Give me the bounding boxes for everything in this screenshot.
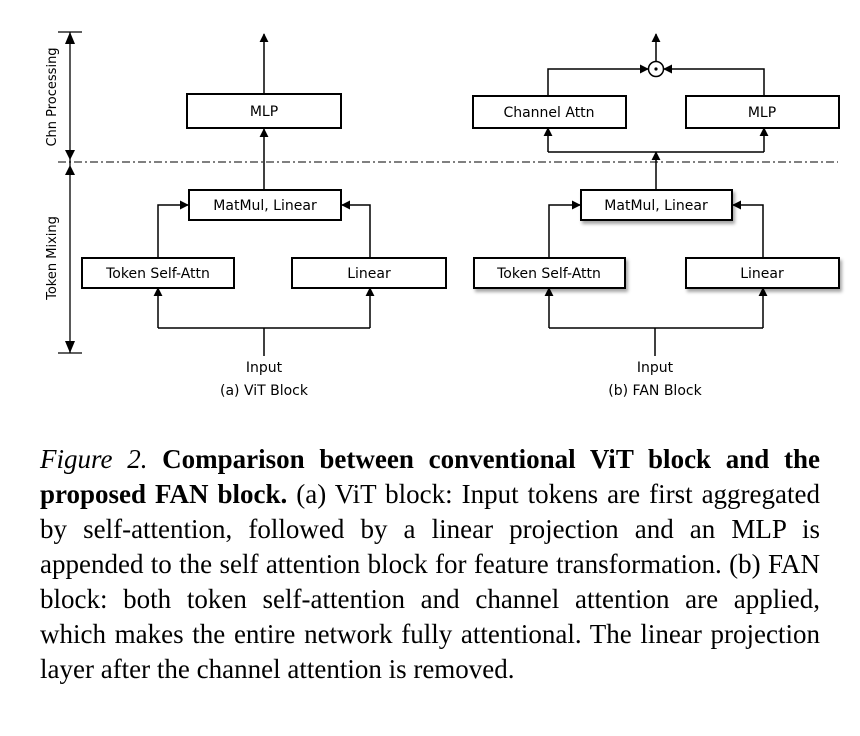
fan-channel-attn-label: Channel Attn (503, 105, 594, 121)
fan-token-self-attn-box: Token Self-Attn (473, 257, 626, 289)
fan-block: Channel Attn MLP MatMul, Linear Token Se… (472, 33, 840, 399)
vit-caption: (a) ViT Block (220, 383, 309, 399)
fan-token-self-attn-label: Token Self-Attn (496, 266, 601, 282)
stage-scale (58, 31, 82, 354)
fan-mlp-box: MLP (685, 95, 840, 129)
vit-matmul-label: MatMul, Linear (213, 198, 317, 214)
figure-diagram: Chn Processing Token Mixing MLP MatMul, … (45, 31, 840, 399)
vit-mlp-box: MLP (186, 93, 342, 129)
elementwise-product-symbol (647, 60, 665, 78)
fan-mlp-label: MLP (748, 105, 776, 121)
token-mixing-label: Token Mixing (45, 216, 60, 301)
vit-token-self-attn-label: Token Self-Attn (105, 266, 210, 282)
vit-linear-label: Linear (347, 266, 391, 282)
figure-title: Comparison between conventional ViT bloc… (40, 444, 821, 509)
vit-token-self-attn-box: Token Self-Attn (81, 257, 235, 289)
fan-matmul-box: MatMul, Linear (580, 189, 733, 221)
vit-mlp-label: MLP (250, 104, 278, 120)
figure-number: Figure 2. (40, 444, 148, 474)
fan-matmul-label: MatMul, Linear (604, 198, 708, 214)
fan-caption: (b) FAN Block (608, 383, 702, 399)
vit-input-label: Input (246, 360, 283, 376)
figure-description: (a) ViT block: Input tokens are first ag… (40, 479, 820, 684)
chn-processing-label: Chn Processing (45, 47, 60, 146)
fan-channel-attn-box: Channel Attn (472, 95, 627, 129)
vit-block: MLP MatMul, Linear Token Self-Attn Linea… (81, 33, 447, 399)
vit-linear-box: Linear (291, 257, 447, 289)
fan-linear-label: Linear (740, 266, 784, 282)
fan-linear-box: Linear (685, 257, 840, 289)
figure-caption: Figure 2. Comparison between conventiona… (40, 442, 820, 687)
fan-input-label: Input (637, 360, 674, 376)
vit-matmul-box: MatMul, Linear (188, 189, 342, 221)
